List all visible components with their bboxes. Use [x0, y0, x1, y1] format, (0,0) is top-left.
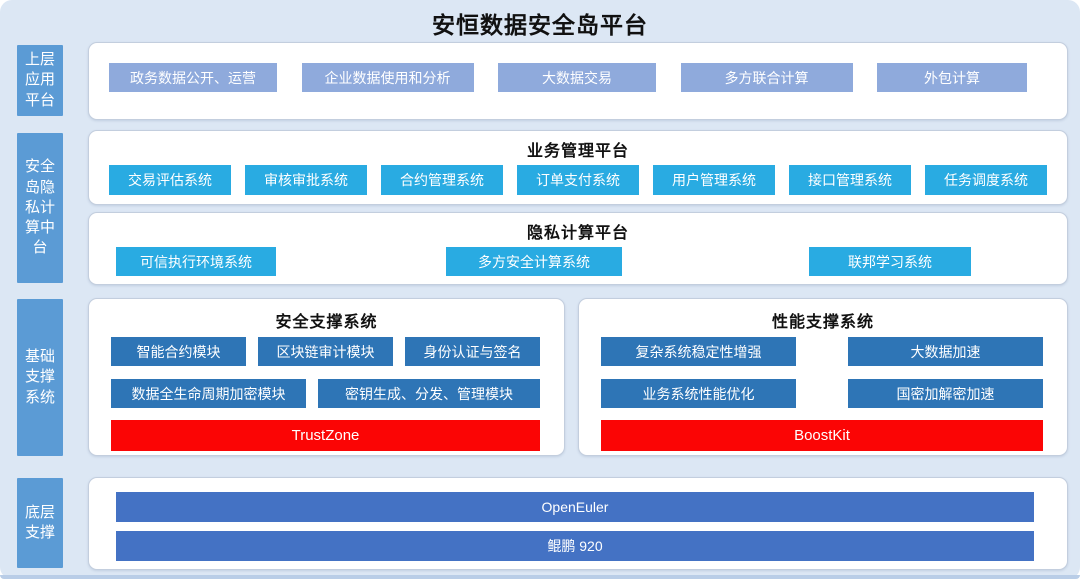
app-item: 企业数据使用和分析: [301, 63, 474, 92]
security-module: 数据全生命周期加密模块: [111, 379, 306, 408]
business-item: 任务调度系统: [925, 165, 1047, 195]
performance-module: 国密加解密加速: [848, 379, 1043, 408]
rail-app-layer: 上层 应用 平台: [17, 45, 63, 116]
app-item: 政务数据公开、运营: [109, 63, 277, 92]
boostkit-bar: BoostKit: [601, 420, 1043, 451]
security-row-1: 智能合约模块 区块链审计模块 身份认证与签名: [111, 337, 540, 366]
panel-app-layer: 政务数据公开、运营 企业数据使用和分析 大数据交易 多方联合计算 外包计算: [88, 42, 1068, 120]
business-item: 合约管理系统: [381, 165, 503, 195]
page-title: 安恒数据安全岛平台: [432, 12, 648, 38]
rail-bottom-layer: 底层 支撑: [17, 478, 63, 568]
performance-module: 业务系统性能优化: [601, 379, 796, 408]
performance-row-1: 复杂系统稳定性增强 大数据加速: [601, 337, 1043, 366]
privacy-item: 多方安全计算系统: [446, 247, 622, 276]
openeuler-bar: OpenEuler: [116, 492, 1034, 522]
bottom-edge-strip: [0, 575, 1080, 579]
business-item: 接口管理系统: [789, 165, 911, 195]
business-item: 订单支付系统: [517, 165, 639, 195]
rail-foundation-layer: 基础 支撑 系统: [17, 299, 63, 456]
business-platform-title: 业务管理平台: [526, 143, 629, 160]
performance-support-title: 性能支撑系统: [771, 314, 874, 331]
business-row: 交易评估系统 审核审批系统 合约管理系统 订单支付系统 用户管理系统 接口管理系…: [109, 165, 1047, 195]
app-layer-row: 政务数据公开、运营 企业数据使用和分析 大数据交易 多方联合计算 外包计算: [109, 63, 1027, 92]
app-item: 大数据交易: [498, 63, 656, 92]
security-row-2: 数据全生命周期加密模块 密钥生成、分发、管理模块: [111, 379, 540, 408]
business-item: 交易评估系统: [109, 165, 231, 195]
performance-module: 复杂系统稳定性增强: [601, 337, 796, 366]
business-item: 审核审批系统: [245, 165, 367, 195]
privacy-platform-title: 隐私计算平台: [526, 225, 629, 242]
security-support-title: 安全支撑系统: [275, 314, 378, 331]
security-module: 区块链审计模块: [258, 337, 393, 366]
security-module: 密钥生成、分发、管理模块: [318, 379, 540, 408]
app-item: 多方联合计算: [680, 63, 853, 92]
security-module: 身份认证与签名: [405, 337, 540, 366]
privacy-item: 可信执行环境系统: [116, 247, 276, 276]
rail-privacy-layer: 安全 岛隐 私计 算中 台: [17, 133, 63, 283]
kunpeng-bar: 鲲鹏 920: [116, 531, 1034, 561]
security-module: 智能合约模块: [111, 337, 246, 366]
privacy-item: 联邦学习系统: [809, 247, 971, 276]
business-item: 用户管理系统: [653, 165, 775, 195]
panel-performance-support: 性能支撑系统 复杂系统稳定性增强 大数据加速 业务系统性能优化 国密加解密加速 …: [578, 298, 1068, 456]
performance-module: 大数据加速: [848, 337, 1043, 366]
panel-privacy-platform: 隐私计算平台 可信执行环境系统 多方安全计算系统 联邦学习系统: [88, 212, 1068, 285]
performance-row-2: 业务系统性能优化 国密加解密加速: [601, 379, 1043, 408]
app-item: 外包计算: [877, 63, 1027, 92]
panel-security-support: 安全支撑系统 智能合约模块 区块链审计模块 身份认证与签名 数据全生命周期加密模…: [88, 298, 565, 456]
trustzone-bar: TrustZone: [111, 420, 540, 451]
panel-bottom-support: OpenEuler 鲲鹏 920: [88, 477, 1068, 570]
panel-business-platform: 业务管理平台 交易评估系统 审核审批系统 合约管理系统 订单支付系统 用户管理系…: [88, 130, 1068, 205]
